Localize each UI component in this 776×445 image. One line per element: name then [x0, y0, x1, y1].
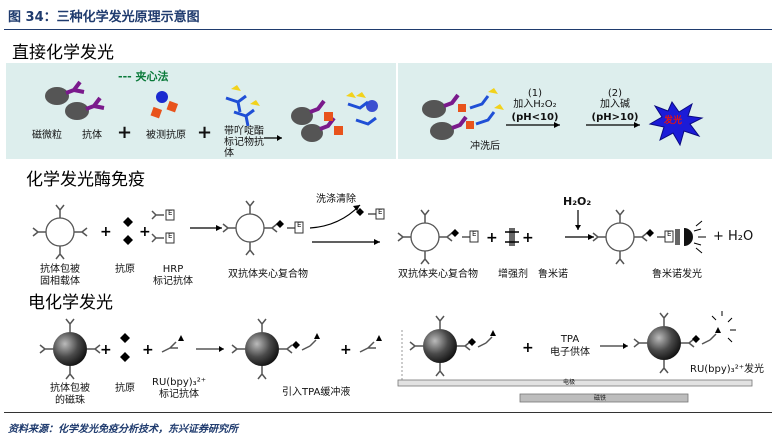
burst-label: 发光	[664, 116, 683, 126]
magnet-label: 磁铁	[594, 395, 607, 402]
magnetic-bead-1	[39, 318, 101, 380]
ru-label-1: RU(bpy)₃²⁺	[152, 377, 206, 388]
magnetic-bead-2	[231, 318, 320, 380]
electrode-label: 电极	[563, 379, 576, 386]
figure-title: 图 34：三种化学发光原理示意图	[8, 10, 200, 25]
step2-text: 加入碱	[600, 99, 630, 110]
sandwich-complex-2	[397, 209, 479, 265]
bead-label-1: 抗体包被	[50, 383, 90, 394]
luminol-label: 鲁米诺	[538, 269, 568, 280]
h2o2-label: H₂O₂	[563, 195, 592, 208]
enhancer-icon	[505, 228, 519, 246]
washed-label: 冲洗后	[470, 141, 500, 152]
labelled-antibody-group	[225, 85, 260, 127]
plus-sign: +	[197, 122, 213, 143]
step1-number: (1)	[527, 88, 543, 99]
acridinium-antibody-label-2: 标记物抗	[224, 137, 264, 148]
step2-number: (2)	[607, 88, 623, 99]
water-label: + H₂O	[713, 229, 754, 244]
figure-header: 图 34：三种化学发光原理示意图	[0, 0, 776, 30]
sandwich-complex-1	[222, 200, 304, 256]
antibody-label: 抗体	[82, 130, 102, 141]
hrp-e-tag-2: E	[168, 232, 173, 240]
acridinium-antibody-label-3: 体	[224, 148, 234, 159]
measured-antigen-label: 被测抗原	[146, 130, 186, 141]
step1-text: 加入H₂O₂	[513, 99, 557, 110]
svg-text:+: +	[522, 230, 534, 246]
luminescence-burst	[648, 100, 704, 147]
hrp-e-tag-1: E	[168, 209, 173, 217]
magnetic-bead-4	[633, 311, 736, 374]
hrp-label-2: 标记抗体	[153, 276, 193, 287]
washed-complex-group	[422, 88, 504, 140]
complex1-e-tag: E	[297, 221, 302, 229]
hrp-label-1: HRP	[162, 264, 184, 275]
step2-condition: (pH>10)	[591, 112, 639, 123]
antigen-group	[150, 91, 179, 119]
svg-text:+: +	[142, 342, 154, 358]
complex2-e-tag: E	[472, 230, 477, 238]
electron-donor-label: 电子供体	[550, 347, 590, 358]
svg-text:+: +	[139, 224, 151, 240]
magnetic-bead-3	[409, 315, 496, 377]
sandwich-method-label: --- 夹心法	[118, 70, 169, 83]
svg-text:+: +	[100, 342, 112, 358]
svg-text:+: +	[486, 230, 498, 246]
ru-glow-label: RU(bpy)₃²⁺发光	[690, 364, 764, 375]
plus-sign: +	[117, 122, 133, 143]
hrp-antibody-group	[151, 209, 175, 244]
sandwich-complex-glow	[592, 209, 706, 265]
tpa-buffer-label: 引入TPA缓冲液	[282, 387, 351, 398]
free-ru-antibody	[359, 335, 382, 353]
magnet-bar	[519, 393, 689, 403]
magnetic-particle-group	[45, 80, 105, 120]
acridinium-antibody-label-1: 带吖啶酯	[224, 126, 264, 137]
svg-text:+: +	[522, 340, 534, 356]
sandwich-complex-group	[291, 92, 378, 142]
electrode-bar	[397, 379, 753, 387]
svg-text:+: +	[100, 224, 112, 240]
tpa-label: TPA	[560, 334, 580, 345]
step1-condition: (pH<10)	[511, 112, 559, 123]
footer-divider	[4, 412, 772, 413]
solid-carrier-1	[32, 204, 88, 260]
washed-e-tag: E	[378, 208, 383, 216]
enzyme-antigen-label: 抗原	[115, 264, 135, 275]
ru-antibody-group	[161, 335, 184, 353]
double-complex-label-2: 双抗体夹心复合物	[398, 269, 478, 280]
carrier-label-2: 固相载体	[40, 276, 80, 287]
wash-remove-label: 洗涤清除	[316, 194, 356, 205]
enhancer-label: 增强剂	[498, 269, 528, 280]
section-enzyme-title: 化学发光酶免疫	[26, 170, 145, 190]
section-electro-title: 电化学发光	[28, 293, 113, 313]
glow-e-tag: E	[667, 230, 672, 238]
electro-antigen-label: 抗原	[115, 383, 135, 394]
luminol-glow-label: 鲁米诺发光	[652, 269, 702, 280]
section-direct-title: 直接化学发光	[12, 43, 114, 63]
source-note: 资料来源：化学发光免疫分析技术，东兴证券研究所	[8, 424, 238, 435]
svg-text:+: +	[340, 342, 352, 358]
double-complex-label-1: 双抗体夹心复合物	[228, 269, 308, 280]
carrier-label-1: 抗体包被	[40, 264, 80, 275]
bead-label-2: 的磁珠	[55, 395, 85, 406]
ru-label-2: 标记抗体	[159, 389, 199, 400]
header-divider	[4, 29, 772, 30]
magnetic-particle-label: 磁微粒	[32, 130, 62, 141]
